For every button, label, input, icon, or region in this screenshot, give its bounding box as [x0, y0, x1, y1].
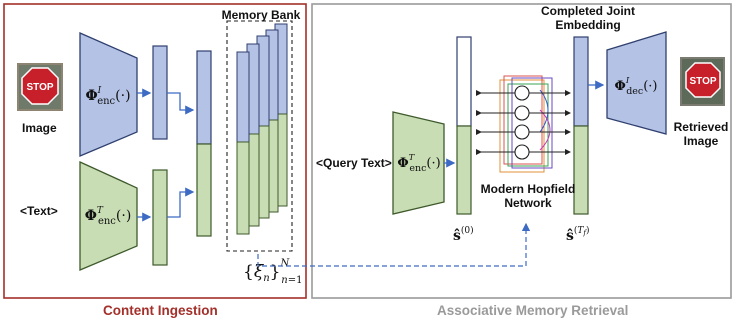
- state-final-label: ŝ(Tf): [566, 225, 590, 244]
- image-label: Image: [22, 121, 57, 135]
- image-decoder: [606, 31, 667, 135]
- completed-joint-embedding: [573, 36, 589, 215]
- text-encoder-left: [79, 160, 138, 271]
- completed-joint-label: Completed Joint Embedding: [533, 4, 643, 32]
- associative-retrieval-panel: [311, 3, 732, 299]
- hopfield-label-line2: Network: [504, 196, 552, 210]
- query-text-label: <Query Text>: [316, 156, 392, 170]
- retrieved-line2: Image: [683, 134, 719, 148]
- svg-text:STOP: STOP: [26, 82, 53, 93]
- text-encoder-right: [392, 111, 445, 215]
- content-ingestion-panel: [3, 3, 307, 299]
- completed-joint-line2: Embedding: [555, 18, 621, 32]
- hopfield-label-line1: Modern Hopfield: [480, 182, 576, 196]
- joint-embedding: [196, 50, 212, 237]
- state-initial-label: ŝ(0): [453, 225, 474, 244]
- stop-sign-image: STOP: [17, 63, 63, 111]
- hopfield-network: [476, 75, 571, 173]
- memory-bank-stack: [236, 23, 288, 235]
- retrieved-line1: Retrieved: [673, 120, 729, 134]
- image-embedding: [152, 45, 168, 140]
- initial-state-embedding: [456, 36, 472, 215]
- completed-joint-line1: Completed Joint: [540, 4, 635, 18]
- content-ingestion-title: Content Ingestion: [103, 303, 218, 318]
- text-embedding: [152, 169, 168, 266]
- associative-retrieval-title: Associative Memory Retrieval: [437, 303, 629, 318]
- retrieved-image-label: Retrieved Image: [670, 120, 732, 148]
- hopfield-label: Modern Hopfield Network: [478, 182, 578, 210]
- text-label: <Text>: [20, 204, 58, 218]
- memory-to-hopfield-link: [257, 222, 531, 267]
- image-encoder: [79, 32, 138, 157]
- svg-text:STOP: STOP: [689, 76, 716, 87]
- stop-sign-retrieved-image: STOP: [680, 57, 725, 106]
- memory-bank-title: Memory Bank: [221, 8, 301, 22]
